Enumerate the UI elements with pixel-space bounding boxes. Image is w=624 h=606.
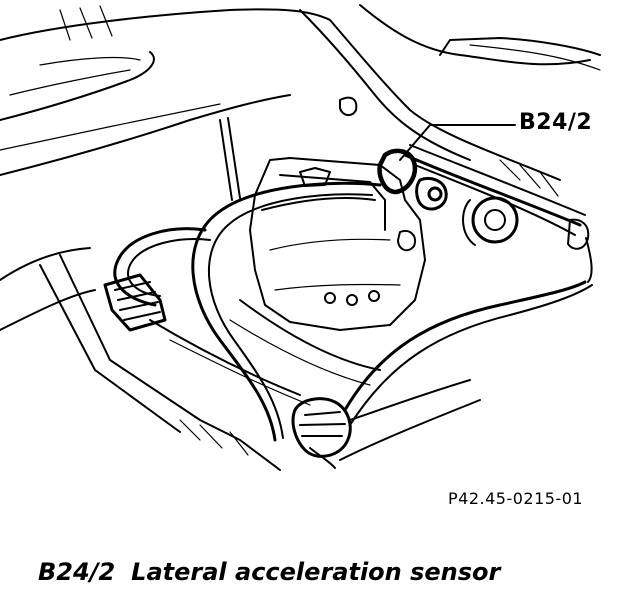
central-housing <box>249 157 426 331</box>
figure-caption: B24/2 Lateral acceleration sensor <box>38 558 500 586</box>
callout-leader <box>399 124 516 161</box>
hatching <box>59 5 559 456</box>
connector-left <box>103 273 167 332</box>
sensor-module-b24-2 <box>377 148 448 211</box>
connector-bottom <box>291 379 471 469</box>
caption-text: Lateral acceleration sensor <box>131 558 501 586</box>
floor-tunnel <box>0 247 381 471</box>
rear-wall-flange <box>299 4 601 181</box>
looping-hose <box>113 181 382 442</box>
upper-body-panel <box>0 8 331 176</box>
vertical-rod <box>219 117 241 201</box>
caption-code: B24/2 <box>38 558 116 586</box>
cable-lower-right <box>339 280 593 461</box>
callout-label: B24/2 <box>519 110 593 135</box>
reference-code: P42.45-0215-01 <box>448 489 584 508</box>
round-bushing <box>462 196 519 246</box>
cable-bundle-right <box>403 144 593 283</box>
